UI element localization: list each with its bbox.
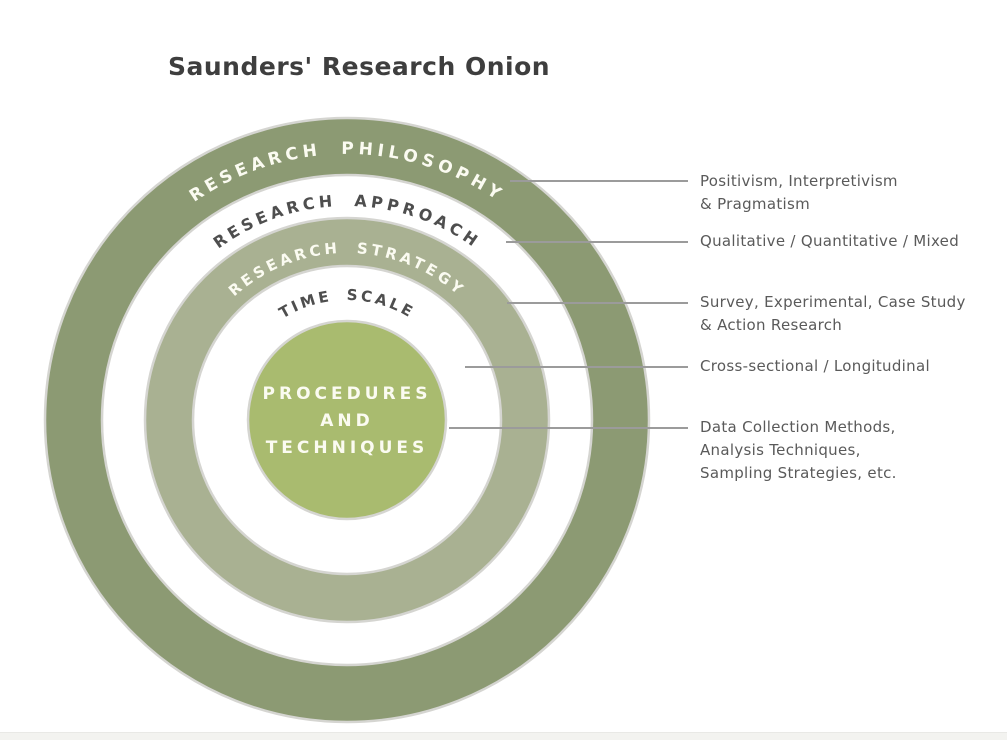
annotation-philosophy: Positivism, Interpretivism & Pragmatism — [700, 170, 1000, 216]
annotation-line: & Pragmatism — [700, 195, 811, 213]
annotation-line: Cross-sectional / Longitudinal — [700, 357, 930, 375]
annotation-line: Qualitative / Quantitative / Mixed — [700, 232, 960, 250]
annotation-approach: Qualitative / Quantitative / Mixed — [700, 230, 1000, 253]
annotation-line: Sampling Strategies, etc. — [700, 464, 897, 482]
core-label-line-1: PROCEDURES — [263, 384, 432, 404]
annotation-line: Survey, Experimental, Case Study — [700, 293, 966, 311]
annotation-line: Analysis Techniques, — [700, 441, 861, 459]
annotation-timescale: Cross-sectional / Longitudinal — [700, 355, 1000, 378]
bottom-edge-strip — [0, 732, 1007, 740]
page-title: Saunders' Research Onion — [168, 52, 551, 81]
annotation-core: Data Collection Methods, Analysis Techni… — [700, 416, 1000, 485]
annotation-line: Positivism, Interpretivism — [700, 172, 898, 190]
annotation-strategy: Survey, Experimental, Case Study & Actio… — [700, 291, 1000, 337]
core-label-line-3: TECHNIQUES — [266, 438, 429, 458]
core-label-line-2: AND — [320, 411, 374, 431]
annotation-line: Data Collection Methods, — [700, 418, 896, 436]
annotation-line: & Action Research — [700, 316, 843, 334]
core-circle — [246, 319, 448, 521]
